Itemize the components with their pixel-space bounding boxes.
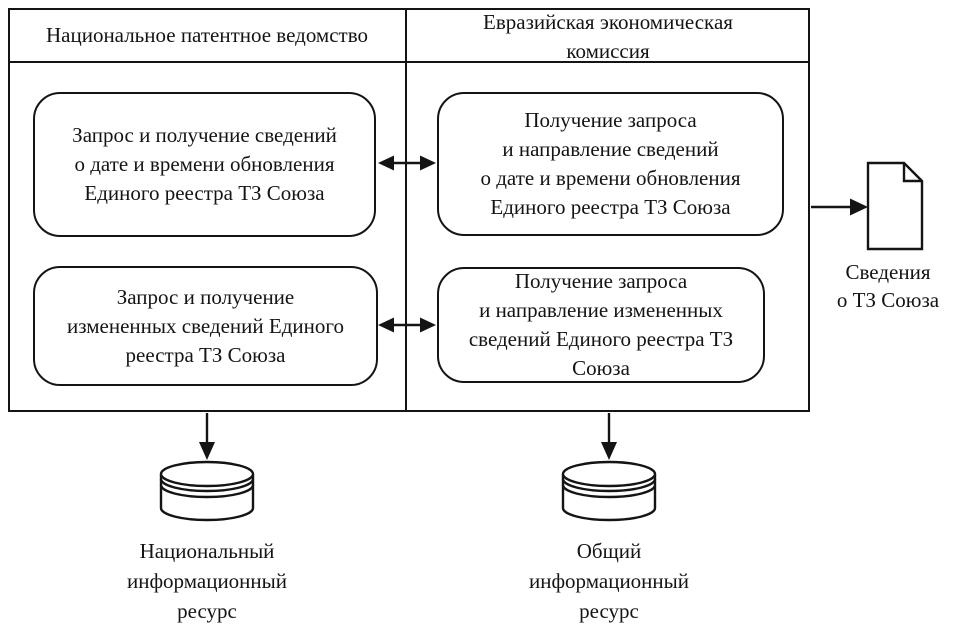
column-header-national-patent-office: Национальное патентное ведомство — [45, 23, 368, 47]
process-box-request-update-info: Запрос и получение сведений о дате и вре… — [33, 92, 376, 237]
main-container-box — [8, 8, 810, 412]
process-box-label: Запрос и получение сведений о дате и вре… — [72, 123, 337, 205]
process-box-label: Запрос и получение измененных сведений Е… — [67, 284, 344, 367]
right-arrow-to-document-icon — [811, 198, 868, 216]
process-box-label: Получение запроса и направление измененн… — [468, 269, 734, 380]
down-arrow-common-icon — [601, 413, 617, 460]
document-icon — [866, 161, 924, 251]
down-arrow-national-icon — [199, 413, 215, 460]
database-common-icon — [561, 460, 657, 522]
column-divider — [405, 8, 407, 412]
database-national-icon — [159, 460, 255, 522]
database-national-label: Национальный информационный ресурс — [126, 539, 288, 623]
process-box-receive-send-changed-info: Получение запроса и направление измененн… — [437, 267, 765, 383]
document-label: Сведения о ТЗ Союза — [836, 260, 940, 312]
header-separator — [8, 61, 810, 63]
database-common-label: Общий информационный ресурс — [528, 539, 690, 623]
process-box-label: Получение запроса и направление сведений… — [480, 108, 741, 219]
process-box-receive-send-update-info: Получение запроса и направление сведений… — [437, 92, 784, 236]
column-header-eurasian-economic-commission: Евразийская экономическая комиссия — [483, 10, 733, 63]
process-box-request-changed-info: Запрос и получение измененных сведений Е… — [33, 266, 378, 386]
